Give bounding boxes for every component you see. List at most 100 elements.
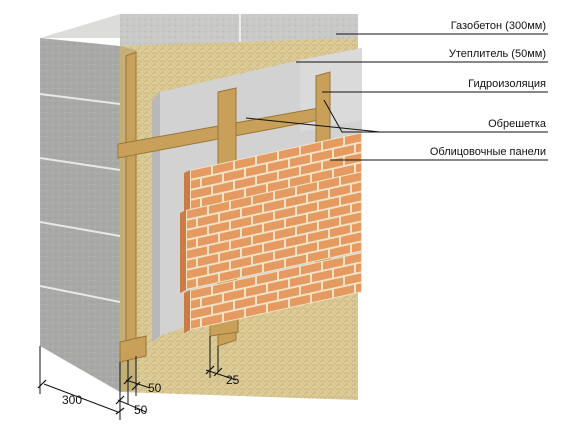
- brick: [202, 193, 222, 207]
- brick: [334, 164, 354, 178]
- brick: [257, 291, 277, 305]
- brick: [191, 198, 200, 209]
- brick: [297, 242, 317, 255]
- brick: [268, 179, 288, 192]
- brick: [220, 209, 240, 222]
- brick: [279, 287, 299, 300]
- brick: [242, 244, 262, 257]
- brick: [224, 309, 244, 322]
- dimension-wall-thickness: 300: [62, 393, 82, 407]
- brick: [253, 231, 273, 245]
- brick: [235, 276, 255, 290]
- brick: [235, 156, 255, 170]
- brick: [231, 236, 251, 250]
- brick: [345, 133, 361, 145]
- brick: [279, 147, 299, 160]
- brick: [286, 254, 306, 267]
- brick: [323, 277, 343, 290]
- brick: [290, 154, 310, 167]
- brick: [224, 169, 244, 182]
- brick: [308, 209, 328, 223]
- label-waterproofing: Гидроизоляция: [468, 78, 546, 90]
- brick: [356, 163, 361, 173]
- panel-row: [186, 171, 362, 250]
- brick: [235, 176, 255, 190]
- batten-bottom-left: [119, 335, 147, 363]
- brick: [301, 282, 321, 295]
- brick: [202, 173, 222, 187]
- panel-edge: [180, 250, 186, 293]
- panel-edge: [184, 170, 190, 213]
- brick: [319, 237, 339, 250]
- brick: [187, 218, 196, 229]
- brick: [187, 266, 207, 279]
- brick: [264, 259, 284, 272]
- aerated-concrete-wall: [39, 14, 358, 392]
- brick: [198, 253, 218, 267]
- brick: [286, 214, 306, 227]
- cladding-panels: [180, 132, 362, 333]
- brick: [246, 304, 266, 317]
- brick: [345, 273, 361, 285]
- brick: [187, 278, 196, 289]
- leader-battens-2: [323, 99, 548, 133]
- brick: [209, 201, 229, 214]
- brick: [264, 219, 284, 232]
- brick: [213, 301, 233, 314]
- brick: [224, 189, 244, 202]
- brick: [308, 249, 328, 263]
- brick: [268, 299, 288, 312]
- brick: [356, 263, 361, 273]
- brick: [341, 192, 361, 205]
- brick: [224, 289, 244, 302]
- label-aerated-concrete: Газобетон (300мм): [451, 20, 546, 32]
- brick: [198, 213, 218, 227]
- brick: [334, 284, 354, 298]
- brick: [213, 181, 233, 194]
- dimension-insulation-thickness: 50: [134, 403, 148, 417]
- brick: [312, 289, 332, 303]
- brick: [290, 174, 310, 187]
- brick: [330, 244, 350, 258]
- brick: [334, 264, 354, 278]
- brick: [253, 251, 273, 265]
- brick: [352, 222, 361, 233]
- brick: [246, 164, 266, 177]
- brick: [330, 184, 350, 198]
- brick: [187, 226, 207, 239]
- brick: [341, 172, 361, 185]
- brick: [231, 196, 251, 210]
- brick: [187, 206, 207, 219]
- brick: [268, 159, 288, 172]
- brick: [209, 221, 229, 234]
- batten-left-vertical: [125, 51, 137, 347]
- brick: [345, 253, 361, 265]
- brick: [257, 171, 277, 185]
- brick: [290, 274, 310, 287]
- brick: [345, 153, 361, 165]
- brick: [242, 264, 262, 277]
- brick: [242, 224, 262, 237]
- dimension-panel-gap: 25: [226, 373, 240, 387]
- brick: [264, 199, 284, 212]
- brick: [308, 229, 328, 243]
- brick: [275, 247, 295, 260]
- brick: [198, 233, 218, 247]
- brick: [290, 294, 310, 307]
- brick: [187, 238, 196, 249]
- brick: [209, 261, 229, 274]
- brick: [235, 296, 255, 310]
- brick: [330, 224, 350, 238]
- brick: [209, 241, 229, 254]
- brick: [191, 318, 200, 329]
- brick: [341, 232, 361, 245]
- brick: [257, 271, 277, 285]
- panel-row: [186, 211, 362, 290]
- brick: [220, 229, 240, 242]
- brick: [319, 197, 339, 210]
- brick: [286, 194, 306, 207]
- brick: [301, 262, 321, 275]
- brick: [202, 313, 222, 327]
- wall-side-face: [40, 38, 120, 392]
- brick: [191, 186, 211, 199]
